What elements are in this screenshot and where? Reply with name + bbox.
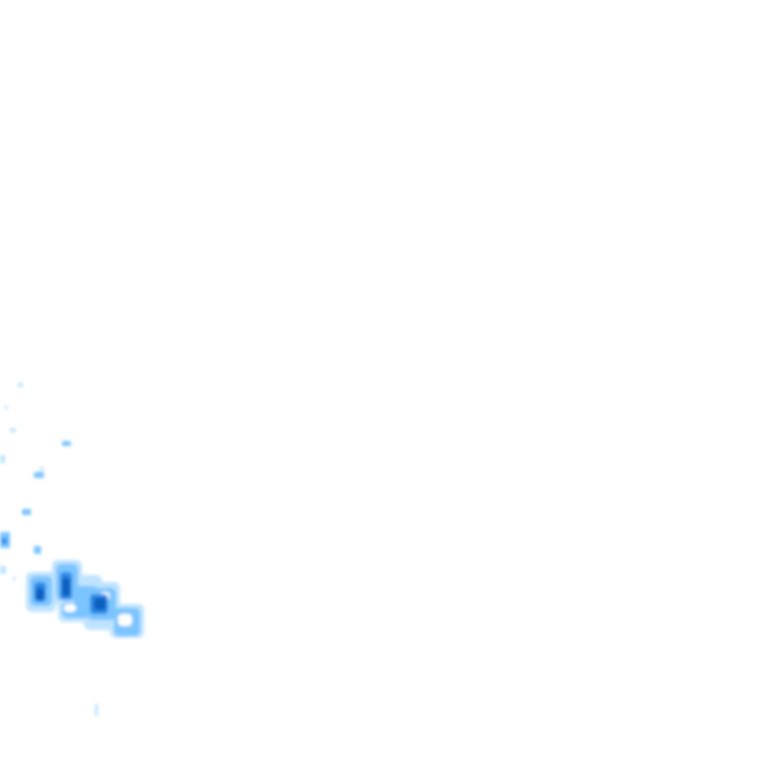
precip-cell xyxy=(40,467,44,471)
precip-cell xyxy=(62,441,71,446)
precip-cell xyxy=(95,704,98,716)
precip-cell xyxy=(2,538,7,544)
precip-cell xyxy=(22,509,31,515)
precip-cell xyxy=(118,614,132,626)
precip-cell xyxy=(62,578,70,596)
precip-cell xyxy=(94,598,106,610)
precip-cell xyxy=(34,472,44,478)
precip-cell xyxy=(0,455,5,463)
precip-cell xyxy=(0,566,6,574)
precip-cell xyxy=(10,428,16,432)
precip-cell xyxy=(18,383,23,387)
precip-cell xyxy=(12,577,16,580)
precip-cell xyxy=(34,546,41,554)
precip-cell xyxy=(36,588,44,600)
precip-cell xyxy=(4,406,8,409)
precip-cell xyxy=(64,604,76,612)
